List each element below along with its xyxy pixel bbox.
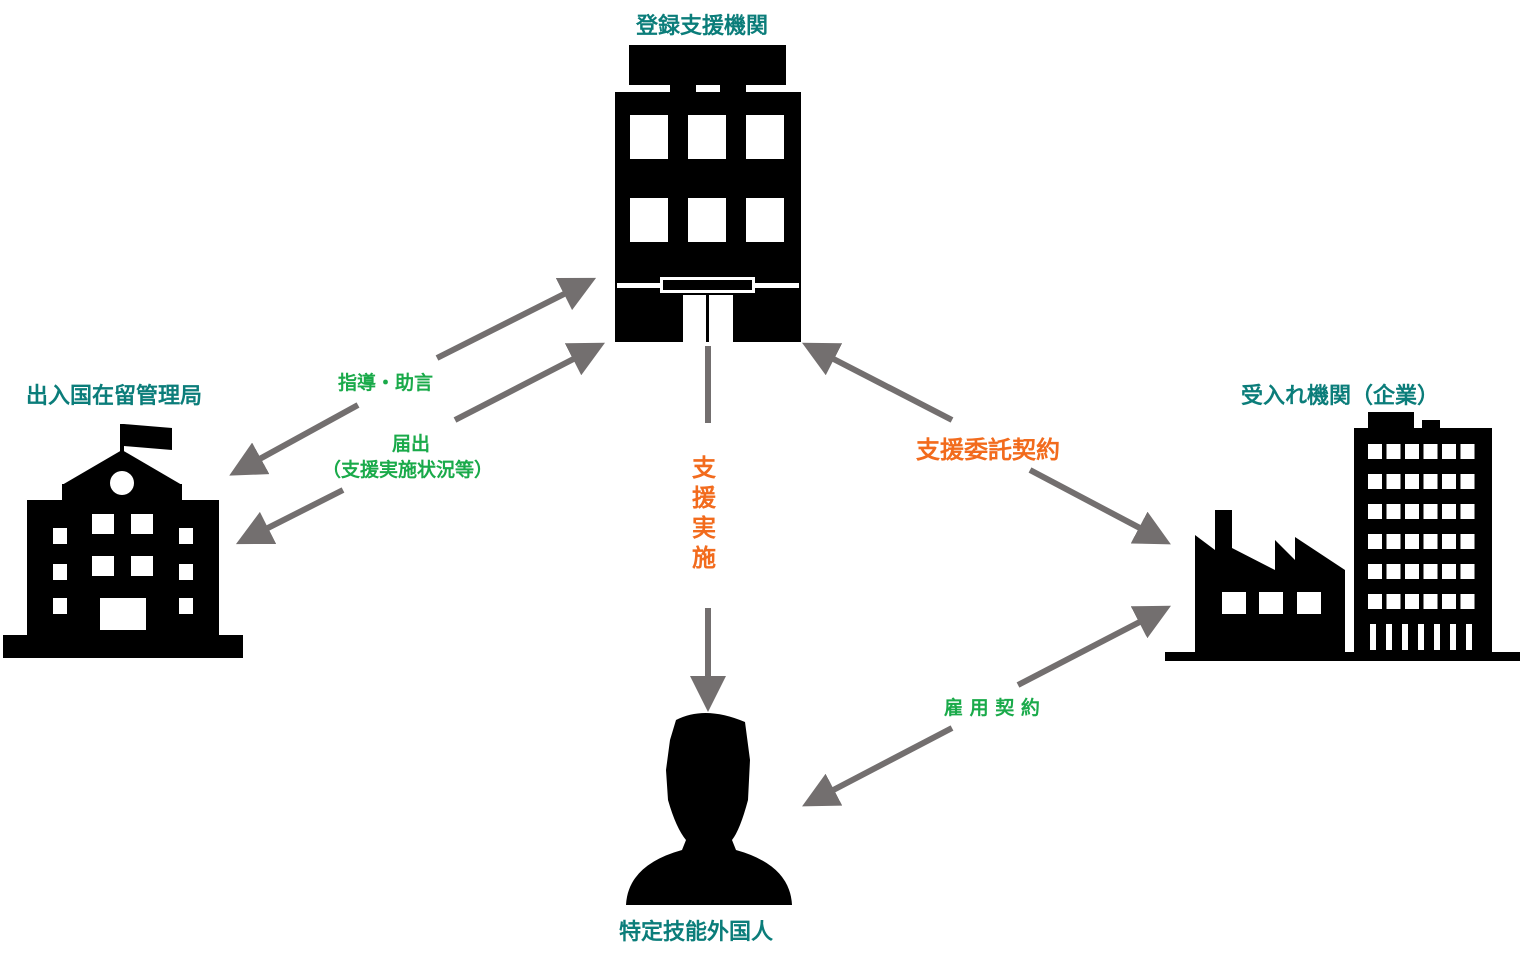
tower-window (1386, 534, 1401, 549)
edge-label-report: 届出 (392, 433, 431, 455)
tower-window (1386, 504, 1401, 519)
tower-window (1442, 504, 1456, 519)
node-foreign-worker: 特定技能外国人 (619, 920, 774, 945)
tower-door-bar (1370, 624, 1376, 650)
tower-window (1405, 504, 1419, 519)
person-silhouette-icon (626, 712, 792, 905)
tower-window (1368, 504, 1382, 519)
tower-window (1405, 564, 1419, 579)
tower-window (1442, 444, 1456, 459)
tower-window (1423, 594, 1438, 609)
arrows (229, 277, 1171, 807)
arrow-report-a (235, 487, 345, 545)
tower-window (1405, 534, 1419, 549)
tower-window (1368, 534, 1382, 549)
tower-window (1460, 564, 1475, 579)
tower-window (1386, 474, 1401, 489)
tower-window (1405, 474, 1419, 489)
tower-window (1423, 534, 1438, 549)
tower-door-bar (1450, 624, 1456, 650)
office-building-icon (615, 45, 801, 342)
arrow-guidance-b (435, 277, 597, 361)
tower-door-bar (1434, 624, 1440, 650)
tower-window (1442, 474, 1456, 489)
tower-window (1386, 564, 1401, 579)
edge-label-employment-contract: 雇 用 契 約 (944, 697, 1040, 719)
tower-window (1460, 504, 1475, 519)
tower-window (1460, 594, 1475, 609)
node-host-organization: 受入れ機関（企業） (1241, 384, 1440, 409)
tower-door-bar (1466, 624, 1472, 650)
edge-label-support-implementation: 支援実施 (692, 454, 716, 572)
tower-window (1460, 474, 1475, 489)
tower-window (1405, 594, 1419, 609)
tower-door-bar (1386, 624, 1392, 650)
tower-window (1386, 594, 1401, 609)
tower-window (1423, 564, 1438, 579)
node-immigration-bureau: 出入国在留管理局 (26, 384, 203, 409)
factory-icon (1165, 412, 1520, 661)
tower-window (1460, 534, 1475, 549)
edge-label-report-detail: （支援実施状況等） (322, 459, 494, 481)
tower-window (1423, 504, 1438, 519)
tower-door-bar (1418, 624, 1424, 650)
tower-window (1442, 534, 1456, 549)
arrow-report-b (453, 342, 606, 423)
node-registered-support-org: 登録支援機関 (636, 14, 769, 39)
tower-window (1386, 444, 1401, 459)
tower-window (1368, 474, 1382, 489)
tower-window (1368, 564, 1382, 579)
tower-door-bar (1402, 624, 1408, 650)
tower-window (1460, 444, 1475, 459)
tower-window (1442, 564, 1456, 579)
arrow-guidance-a (229, 402, 360, 476)
arrow-employment-b (802, 725, 954, 807)
tower-window (1405, 444, 1419, 459)
government-building-icon (3, 424, 243, 658)
tower-window (1442, 594, 1456, 609)
arrow-contract-b (1028, 467, 1171, 545)
arrow-contract-a (801, 342, 954, 423)
tower-window (1368, 594, 1382, 609)
tower-window (1423, 474, 1438, 489)
tower-window (1368, 444, 1382, 459)
arrow-employment-a (1016, 605, 1171, 688)
tower-window (1423, 444, 1438, 459)
edge-label-guidance: 指導・助言 (338, 372, 434, 394)
edge-label-support-contract: 支援委託契約 (916, 436, 1060, 464)
